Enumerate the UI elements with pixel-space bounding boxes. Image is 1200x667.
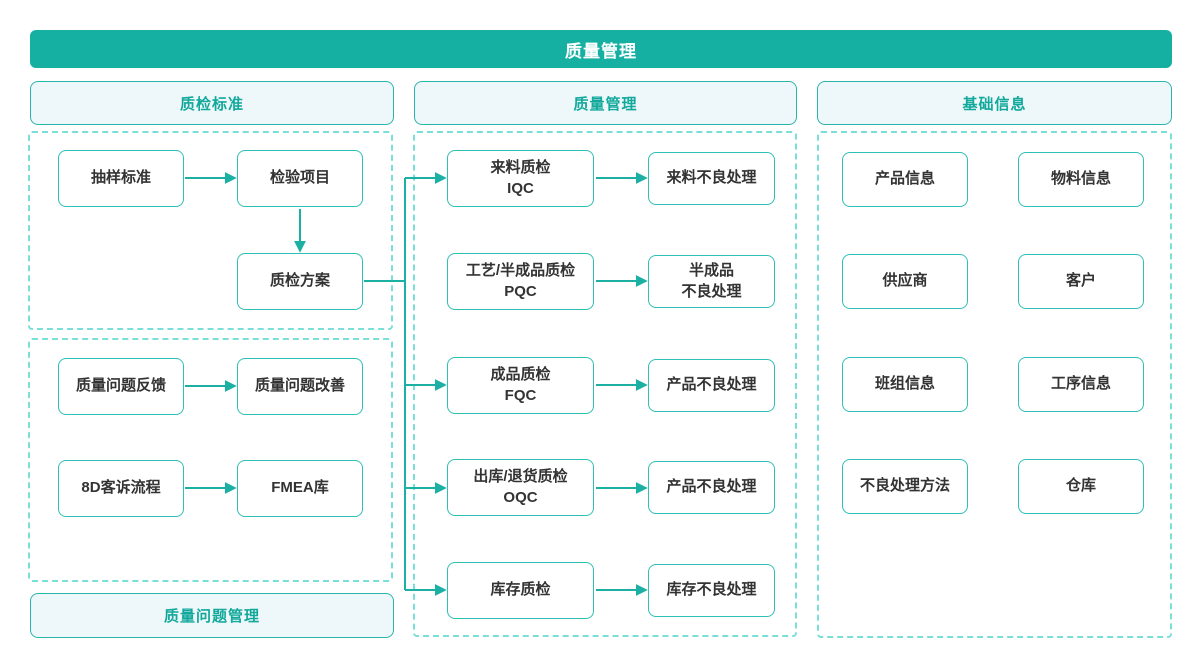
node-warehouse: 仓库 [1018, 459, 1144, 514]
node-stock-defect-handling: 库存不良处理 [648, 564, 775, 617]
section-header-quality-issue-management: 质量问题管理 [30, 593, 394, 638]
section-header-qc-standards: 质检标准 [30, 81, 394, 125]
section-header-basic-info: 基础信息 [817, 81, 1172, 125]
node-product-defect-handling-1: 产品不良处理 [648, 359, 775, 412]
node-incoming-qc-iqc: 来料质检 IQC [447, 150, 594, 207]
group-quality-issues [28, 338, 393, 582]
node-product-defect-handling-2: 产品不良处理 [648, 461, 775, 514]
node-qc-plan: 质检方案 [237, 253, 363, 310]
node-fmea-library: FMEA库 [237, 460, 363, 517]
node-stock-qc: 库存质检 [447, 562, 594, 619]
node-8d-complaint-process: 8D客诉流程 [58, 460, 184, 517]
node-supplier: 供应商 [842, 254, 968, 309]
group-qc-standards [28, 131, 393, 330]
node-team-info: 班组信息 [842, 357, 968, 412]
node-customer: 客户 [1018, 254, 1144, 309]
node-outbound-qc-oqc: 出库/退货质检 OQC [447, 459, 594, 516]
node-finished-qc-fqc: 成品质检 FQC [447, 357, 594, 414]
node-defect-handling-method: 不良处理方法 [842, 459, 968, 514]
node-inspection-items: 检验项目 [237, 150, 363, 207]
section-header-quality-management: 质量管理 [414, 81, 797, 125]
node-quality-issue-feedback: 质量问题反馈 [58, 358, 184, 415]
node-product-info: 产品信息 [842, 152, 968, 207]
node-material-info: 物料信息 [1018, 152, 1144, 207]
node-process-info: 工序信息 [1018, 357, 1144, 412]
node-quality-issue-improvement: 质量问题改善 [237, 358, 363, 415]
node-sampling-standard: 抽样标准 [58, 150, 184, 207]
group-basic-info [817, 131, 1172, 638]
diagram-title-banner: 质量管理 [30, 30, 1172, 68]
node-incoming-defect-handling: 来料不良处理 [648, 152, 775, 205]
node-semifinished-defect-handling: 半成品 不良处理 [648, 255, 775, 308]
node-process-qc-pqc: 工艺/半成品质检 PQC [447, 253, 594, 310]
